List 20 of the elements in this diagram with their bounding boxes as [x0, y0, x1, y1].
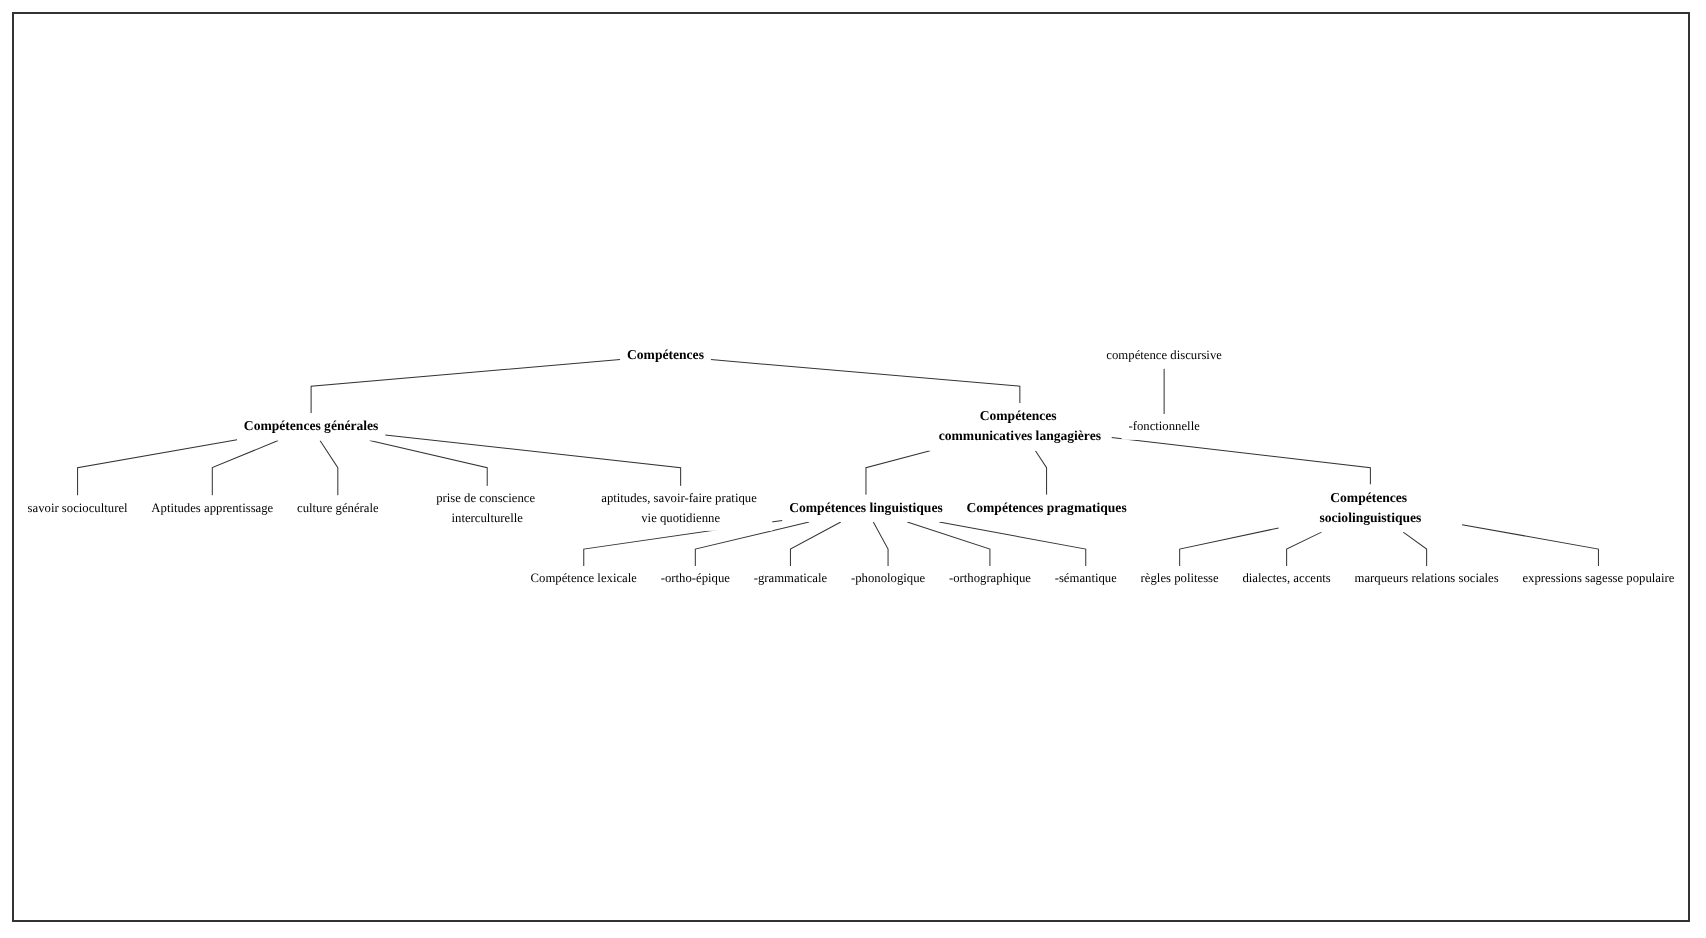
connector [211, 440, 279, 496]
connector [865, 450, 931, 496]
connector [710, 359, 1021, 404]
connector [789, 521, 842, 567]
connector [310, 359, 621, 414]
connector [77, 439, 238, 496]
connector [872, 521, 889, 567]
connector [1179, 527, 1280, 567]
connector [1163, 368, 1165, 415]
connector [384, 434, 682, 487]
connector [369, 440, 488, 487]
connector [1034, 450, 1048, 496]
connector [938, 521, 1087, 567]
connector [319, 440, 339, 496]
connector [1110, 437, 1371, 486]
connector [1286, 531, 1323, 567]
connector [1402, 531, 1428, 567]
connector [906, 521, 991, 567]
connector [1461, 524, 1599, 567]
connector [694, 521, 810, 567]
